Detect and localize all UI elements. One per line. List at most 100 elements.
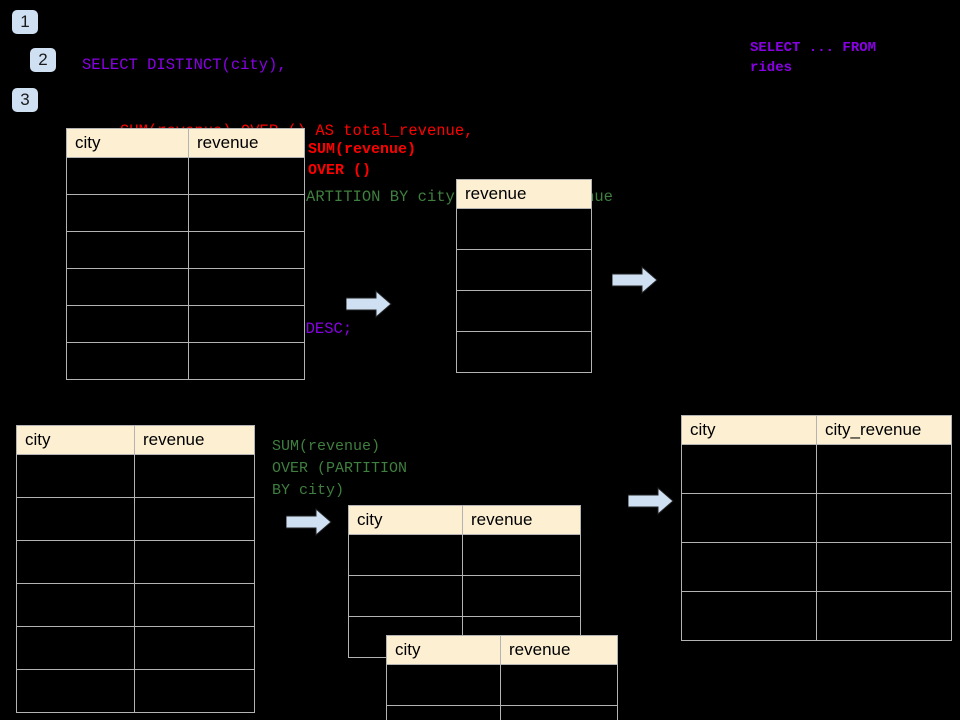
cell-city	[681, 591, 817, 641]
column-header-city: city	[16, 425, 135, 455]
cell-city	[16, 540, 135, 584]
column-header-city: city	[681, 415, 817, 445]
sql-line-select: SELECT DISTINCT(city),	[82, 56, 287, 74]
annotation-select-from: SELECT ... FROM rides	[750, 40, 877, 76]
table-row	[16, 454, 255, 498]
total-revenue-table: revenue	[456, 179, 592, 373]
cell-revenue	[134, 454, 255, 498]
cell-revenue	[456, 208, 592, 250]
cell-city	[681, 493, 817, 543]
table-row	[681, 542, 952, 592]
cell-revenue	[134, 626, 255, 670]
cell-city	[348, 534, 463, 576]
table-row	[386, 705, 618, 720]
cell-revenue	[134, 497, 255, 541]
cell-city	[66, 157, 189, 195]
cell-city	[66, 268, 189, 306]
cell-city-revenue	[816, 493, 952, 543]
table-row	[16, 540, 255, 584]
arrow-total-to-result-icon	[612, 266, 658, 294]
partition-table-back: city revenue	[348, 505, 581, 658]
step-badge-3[interactable]: 3	[12, 88, 38, 112]
cell-city	[348, 575, 463, 617]
column-header-revenue: revenue	[134, 425, 255, 455]
cell-revenue	[134, 540, 255, 584]
table-header-row: city revenue	[66, 128, 305, 158]
table-header-row: city revenue	[386, 635, 618, 665]
cell-revenue	[456, 331, 592, 373]
column-header-city: city	[386, 635, 501, 665]
cell-revenue	[188, 305, 305, 343]
table-row	[456, 290, 592, 332]
cell-city-revenue	[816, 444, 952, 494]
rides-source-table-top: city revenue	[66, 128, 305, 380]
cell-city	[16, 583, 135, 627]
column-header-revenue: revenue	[462, 505, 581, 535]
partition-table-front: city revenue	[386, 635, 618, 720]
cell-city	[16, 497, 135, 541]
cell-revenue	[456, 290, 592, 332]
cell-revenue	[188, 231, 305, 269]
cell-city	[66, 231, 189, 269]
table-row	[456, 331, 592, 373]
cell-revenue	[500, 705, 618, 720]
cell-revenue	[188, 342, 305, 380]
table-row	[348, 575, 581, 617]
arrow-partition-to-result-icon	[628, 487, 674, 515]
cell-revenue	[188, 268, 305, 306]
cell-city	[681, 542, 817, 592]
table-row	[66, 268, 305, 306]
column-header-city-revenue: city_revenue	[816, 415, 952, 445]
cell-city	[386, 664, 501, 706]
column-header-city: city	[66, 128, 189, 158]
table-row	[348, 534, 581, 576]
step-badge-1[interactable]: 1	[12, 10, 38, 34]
cell-city	[66, 342, 189, 380]
table-row	[16, 626, 255, 670]
arrow-source-to-total-icon	[346, 290, 392, 318]
annotation-sum-over-partition: SUM(revenue) OVER (PARTITION BY city)	[272, 438, 408, 499]
column-header-revenue: revenue	[500, 635, 618, 665]
cell-revenue	[134, 583, 255, 627]
column-header-city: city	[348, 505, 463, 535]
table-row	[66, 157, 305, 195]
column-header-revenue: revenue	[456, 179, 592, 209]
table-row	[66, 231, 305, 269]
rides-source-table-bottom: city revenue	[16, 425, 255, 713]
cell-revenue	[462, 534, 581, 576]
table-header-row: revenue	[456, 179, 592, 209]
final-result-table: city city_revenue	[681, 415, 952, 641]
cell-city	[66, 194, 189, 232]
cell-city-revenue	[816, 591, 952, 641]
arrow-source-to-partition-icon	[286, 508, 332, 536]
cell-revenue	[134, 669, 255, 713]
cell-revenue	[456, 249, 592, 291]
cell-city	[16, 454, 135, 498]
table-row	[681, 591, 952, 641]
table-header-row: city revenue	[348, 505, 581, 535]
table-row	[386, 664, 618, 706]
table-row	[66, 342, 305, 380]
table-header-row: city revenue	[16, 425, 255, 455]
cell-city-revenue	[816, 542, 952, 592]
cell-city	[16, 669, 135, 713]
table-header-row: city city_revenue	[681, 415, 952, 445]
table-row	[16, 583, 255, 627]
table-row	[681, 444, 952, 494]
cell-revenue	[500, 664, 618, 706]
column-header-revenue: revenue	[188, 128, 305, 158]
table-row	[16, 669, 255, 713]
annotation-sum-over-empty: SUM(revenue) OVER ()	[308, 141, 417, 179]
table-row	[456, 208, 592, 250]
cell-city	[66, 305, 189, 343]
table-row	[16, 497, 255, 541]
cell-city	[386, 705, 501, 720]
table-row	[456, 249, 592, 291]
cell-city	[681, 444, 817, 494]
cell-city	[16, 626, 135, 670]
cell-revenue	[462, 575, 581, 617]
cell-revenue	[188, 157, 305, 195]
table-row	[66, 305, 305, 343]
step-badge-2[interactable]: 2	[30, 48, 56, 72]
